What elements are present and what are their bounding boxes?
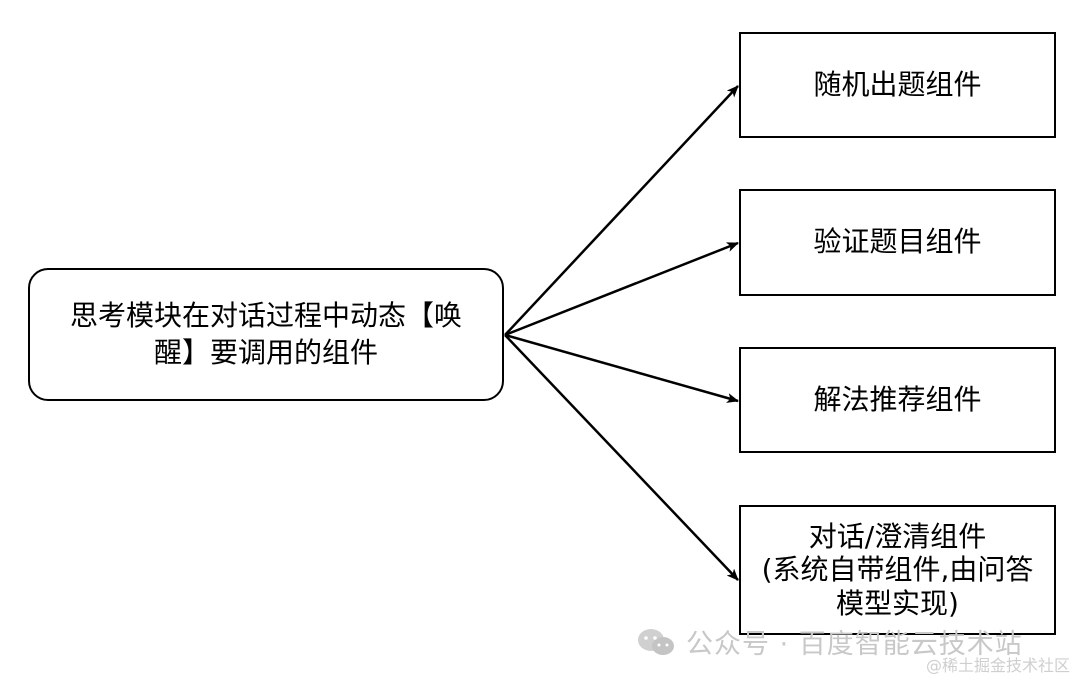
target-node-label: 对话/澄清组件 (系统自带组件,由问答 模型实现) xyxy=(761,519,1034,620)
arrow-to-verify-question xyxy=(504,241,739,337)
target-node-label: 验证题目组件 xyxy=(813,225,982,259)
target-node-label: 随机出题组件 xyxy=(813,67,982,101)
target-node-dialog-clarify: 对话/澄清组件 (系统自带组件,由问答 模型实现) xyxy=(739,505,1056,635)
wechat-icon xyxy=(638,628,674,655)
watermark-text: 公众号 · 百度智能云技术站 xyxy=(686,629,1023,660)
target-node-solution-recommend: 解法推荐组件 xyxy=(739,347,1056,453)
arrow-to-dialog-clarify xyxy=(504,334,739,581)
target-node-random-question: 随机出题组件 xyxy=(739,32,1056,138)
arrow-to-solution-recommend xyxy=(504,333,739,403)
target-node-label: 解法推荐组件 xyxy=(813,382,982,416)
watermark: 公众号 · 百度智能云技术站 xyxy=(636,622,1023,661)
target-node-verify-question: 验证题目组件 xyxy=(739,189,1056,296)
source-node-label: 思考模块在对话过程中动态【唤 醒】要调用的组件 xyxy=(69,299,462,369)
source-node: 思考模块在对话过程中动态【唤 醒】要调用的组件 xyxy=(28,268,504,401)
watermark-secondary: @稀土掘金技术社区 xyxy=(925,656,1070,675)
arrow-to-random-question xyxy=(504,85,739,336)
